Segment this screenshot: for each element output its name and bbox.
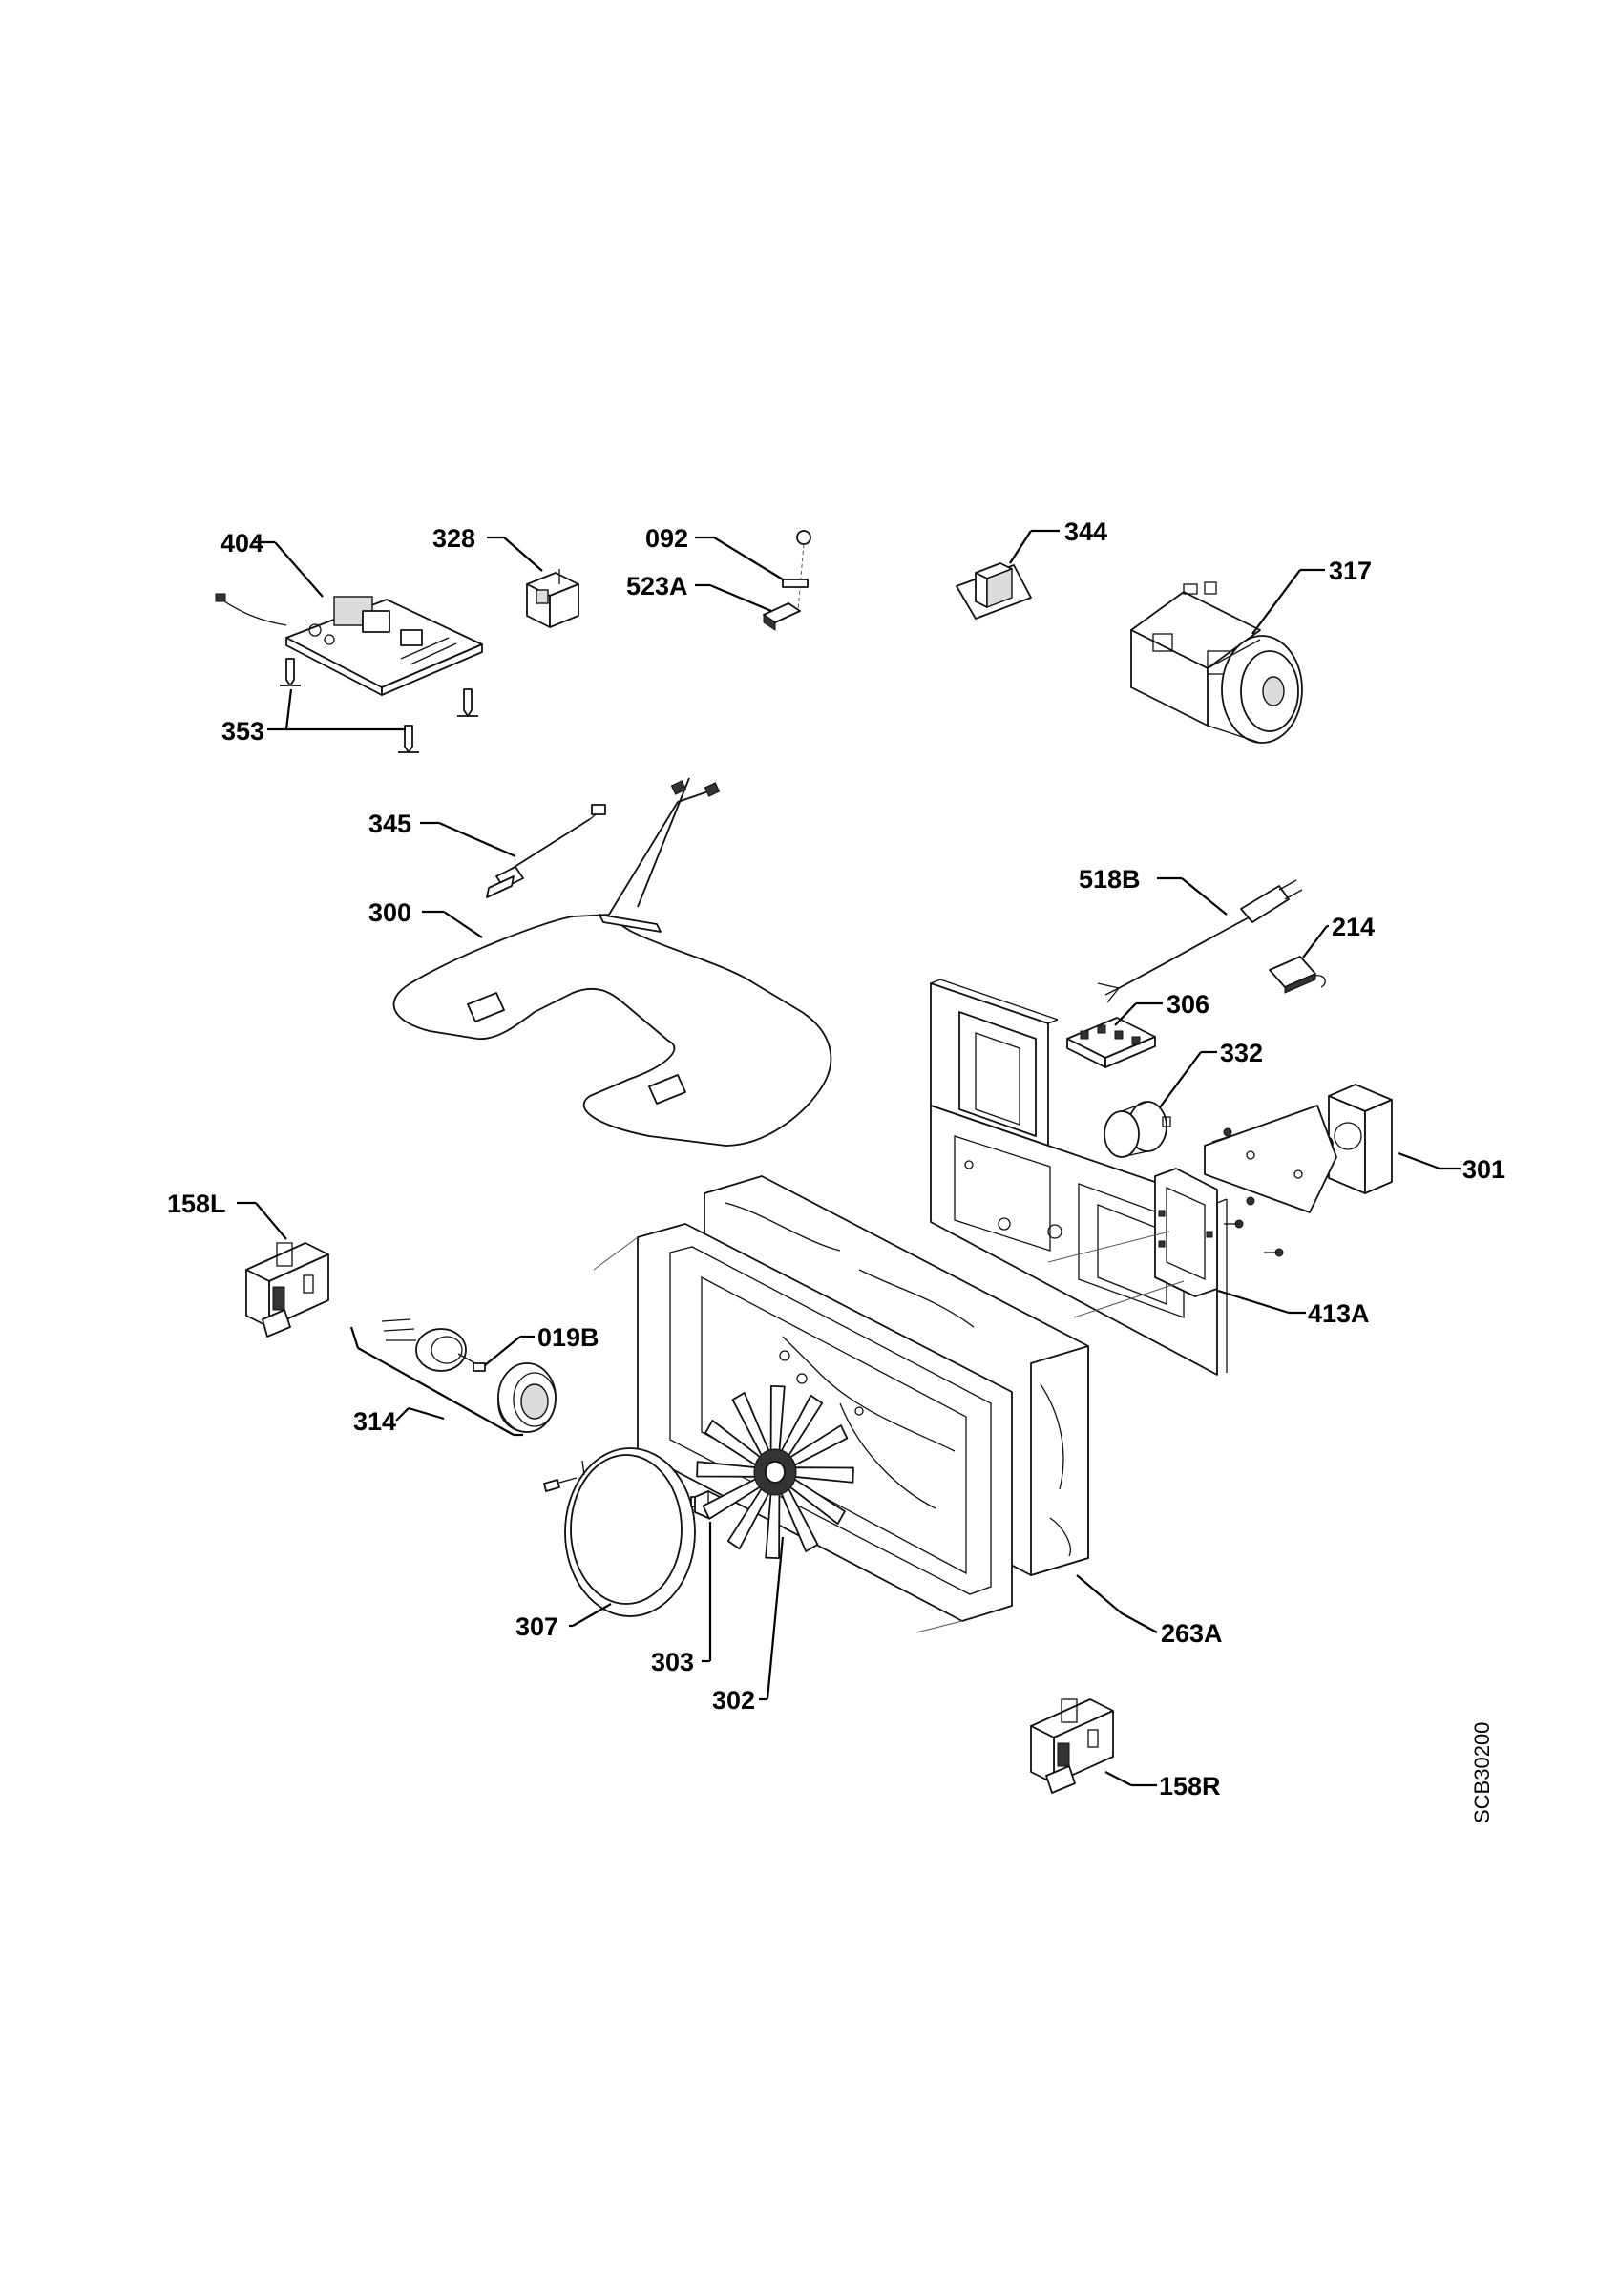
part-214-cable-clamp: [1269, 956, 1326, 994]
part-314-lamp-assembly: [381, 1318, 486, 1372]
part-345-temperature-probe: [486, 804, 606, 898]
label-328: 328: [432, 524, 475, 553]
label-301: 301: [1462, 1155, 1505, 1184]
label-345: 345: [368, 810, 411, 838]
part-back-panel: [930, 979, 1228, 1376]
part-092-lamp: [782, 530, 811, 612]
part-019B-lamp-cover: [497, 1362, 557, 1433]
part-523A-lamp-holder: [763, 602, 801, 631]
label-523A: 523A: [626, 572, 688, 600]
label-404: 404: [221, 529, 263, 558]
part-301-fan-motor: [1204, 1084, 1393, 1213]
label-314: 314: [353, 1407, 396, 1436]
label-317: 317: [1329, 557, 1372, 585]
label-413A: 413A: [1308, 1299, 1370, 1328]
label-344: 344: [1064, 517, 1107, 546]
label-306: 306: [1167, 990, 1209, 1019]
fan-hub-center: [765, 1461, 786, 1484]
part-306-terminal-block: [1066, 1017, 1156, 1068]
label-158R: 158R: [1159, 1772, 1221, 1801]
label-263A: 263A: [1161, 1619, 1223, 1648]
part-158R-door-hinge: [1030, 1698, 1114, 1794]
part-332-capacitor: [1104, 1101, 1171, 1158]
part-353-pcb-supports: [267, 658, 478, 753]
label-300: 300: [368, 898, 411, 927]
label-303: 303: [651, 1648, 694, 1676]
part-404-control-board: [215, 540, 483, 696]
part-302-fan-impeller: [696, 1385, 854, 1559]
label-092: 092: [645, 524, 688, 553]
label-307: 307: [515, 1612, 558, 1641]
label-302: 302: [712, 1686, 755, 1715]
part-344-bracket: [956, 562, 1032, 620]
label-214: 214: [1332, 913, 1375, 941]
part-307-circular-element: [543, 1447, 711, 1617]
diagram-code: SCB30200: [1470, 1722, 1494, 1823]
label-332: 332: [1220, 1039, 1263, 1067]
label-158L: 158L: [167, 1190, 226, 1218]
part-300-grill-element: [392, 777, 832, 1147]
part-413A-fan-bracket: [1154, 1168, 1284, 1297]
label-019B: 019B: [537, 1323, 599, 1352]
label-353: 353: [221, 717, 264, 746]
part-317-cooling-fan: [1130, 581, 1303, 744]
part-158L-door-hinge: [245, 1242, 329, 1338]
label-518B: 518B: [1079, 865, 1141, 894]
part-328-transformer: [526, 569, 579, 628]
part-518B-power-cable: [1097, 879, 1303, 1003]
